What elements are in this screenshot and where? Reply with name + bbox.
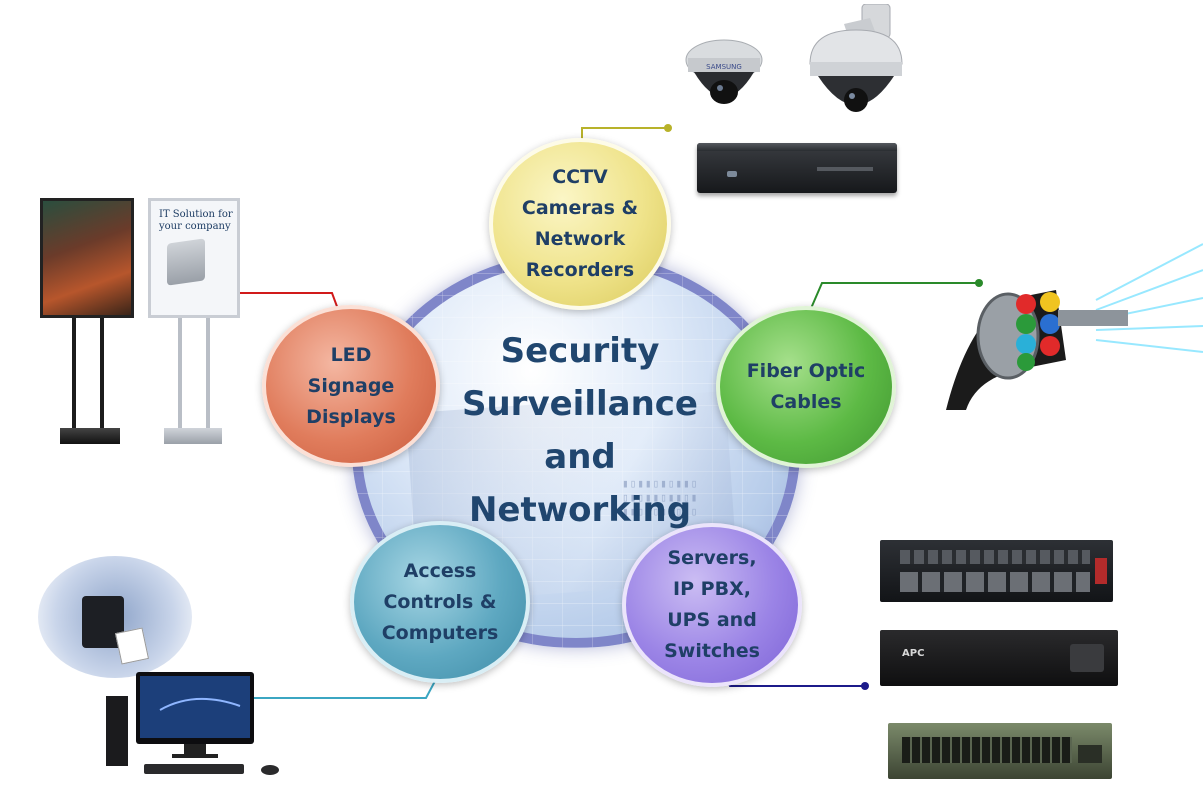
center-title-line: and [544, 437, 616, 477]
center-title: Security Surveillance and Networking [430, 325, 730, 537]
fiber-cable-icon [946, 243, 1203, 410]
signage-stand [178, 318, 182, 430]
cctv-node-label: Cameras & [521, 197, 639, 219]
tablet-device-icon [167, 238, 205, 286]
cctv-node-label: CCTV [552, 166, 608, 188]
center-title-line: Surveillance [461, 384, 698, 424]
servers-node: Servers, IP PBX, UPS and Switches [622, 523, 802, 687]
signage-base [60, 428, 120, 444]
access-node-label: Controls & [383, 590, 497, 613]
led-signage-node: LED Signage Displays [262, 305, 440, 467]
computer-icon [106, 672, 279, 775]
dome-brand: SAMSUNG [706, 63, 742, 71]
signage-base [164, 428, 222, 444]
cctv-node-label: Network [534, 228, 626, 250]
network-switch-image [888, 723, 1112, 779]
fiber-optic-node: Fiber Optic Cables [716, 306, 896, 468]
servers-node-label: Servers, [667, 547, 757, 569]
ptz-camera-icon [809, 4, 903, 112]
center-title-line: Security [500, 331, 660, 371]
servers-node-label: Switches [664, 640, 760, 662]
access-control-image [38, 556, 192, 678]
access-node-label: Access [403, 559, 477, 582]
signage-text: your company [159, 221, 231, 232]
ups-device-image: APC [880, 630, 1118, 686]
binary-pattern: ▮▯▮▮▯▮▯▮▮▯▯▮▯▮▮▯▮▮▯▮▮▮▯▮▯▮▮▯▮▯ [622, 477, 699, 518]
led-node-label: Signage [307, 374, 395, 397]
cctv-node-label: Recorders [525, 259, 635, 281]
signage-display-text: IT Solution for your company [148, 198, 240, 318]
cctv-node: CCTV Cameras & Network Recorders [489, 138, 671, 310]
network-recorder-image [697, 143, 897, 193]
servers-node-label: IP PBX, [673, 578, 751, 600]
fiber-node-label: Fiber Optic [746, 360, 866, 382]
signage-stand [72, 318, 76, 430]
ups-brand: APC [902, 648, 925, 659]
signage-stand [100, 318, 104, 430]
access-node-label: Computers [381, 621, 499, 644]
led-node-label: Displays [306, 405, 396, 428]
server-chassis-image [880, 540, 1113, 602]
signage-text: IT Solution for [159, 209, 233, 220]
center-title-line: Networking [468, 490, 692, 530]
signage-stand [206, 318, 210, 430]
led-node-label: LED [330, 343, 372, 366]
access-controls-node: Access Controls & Computers [350, 521, 530, 683]
dome-camera-icon: SAMSUNG [685, 39, 763, 104]
fiber-node-label: Cables [770, 391, 842, 413]
servers-node-label: UPS and [667, 609, 757, 631]
signage-display-image [40, 198, 134, 318]
